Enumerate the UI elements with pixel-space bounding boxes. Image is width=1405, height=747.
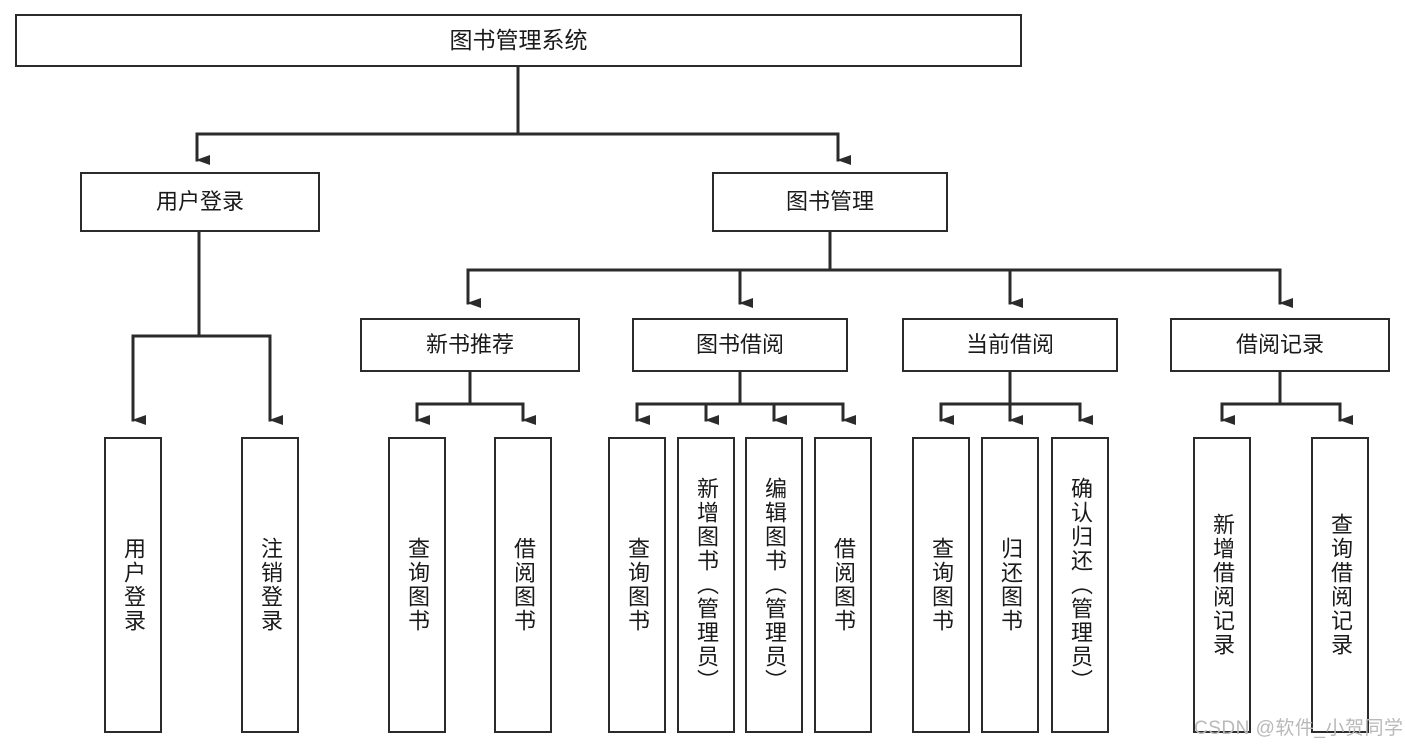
leaf-edit-book-admin[interactable]: 编辑图书（管理员） xyxy=(745,437,803,733)
leaf-query-borrow-record[interactable]: 查询借阅记录 xyxy=(1311,437,1369,733)
node-borrow-record[interactable]: 借阅记录 xyxy=(1170,318,1390,372)
leaf-user-login[interactable]: 用户登录 xyxy=(104,437,162,733)
leaf-borrow-book[interactable]: 借阅图书 xyxy=(814,437,872,733)
node-label: 查询图书 xyxy=(405,537,430,633)
node-label: 新增借阅记录 xyxy=(1210,513,1235,657)
node-root-book-management-system[interactable]: 图书管理系统 xyxy=(15,14,1022,67)
leaf-borrow-book-recommend[interactable]: 借阅图书 xyxy=(494,437,552,733)
leaf-confirm-return-admin[interactable]: 确认归还（管理员） xyxy=(1051,437,1109,733)
node-label: 用户登录 xyxy=(155,189,244,215)
leaf-query-book-current[interactable]: 查询图书 xyxy=(912,437,970,733)
node-label: 查询图书 xyxy=(625,537,650,633)
node-user-login[interactable]: 用户登录 xyxy=(80,172,320,232)
leaf-query-book-borrow[interactable]: 查询图书 xyxy=(608,437,666,733)
node-label: 借阅图书 xyxy=(831,537,856,633)
leaf-add-borrow-record[interactable]: 新增借阅记录 xyxy=(1193,437,1251,733)
watermark-text: CSDN @软件_小贺同学 xyxy=(1194,718,1404,739)
node-label: 查询借阅记录 xyxy=(1328,513,1353,657)
node-current-borrow[interactable]: 当前借阅 xyxy=(902,318,1118,372)
node-label: 查询图书 xyxy=(929,537,954,633)
node-label: 借阅记录 xyxy=(1235,332,1324,358)
node-label: 编辑图书（管理员） xyxy=(762,477,787,693)
node-new-book-recommend[interactable]: 新书推荐 xyxy=(360,318,580,372)
node-label: 归还图书 xyxy=(998,537,1023,633)
leaf-query-book-recommend[interactable]: 查询图书 xyxy=(388,437,446,733)
node-label: 注销登录 xyxy=(258,537,283,633)
node-label: 确认归还（管理员） xyxy=(1068,477,1093,693)
node-book-borrow[interactable]: 图书借阅 xyxy=(632,318,848,372)
node-label: 新增图书（管理员） xyxy=(694,477,719,693)
leaf-logout-login[interactable]: 注销登录 xyxy=(241,437,299,733)
node-label: 用户登录 xyxy=(121,537,146,633)
leaf-return-book[interactable]: 归还图书 xyxy=(981,437,1039,733)
node-label: 图书管理系统 xyxy=(449,26,588,53)
node-book-management[interactable]: 图书管理 xyxy=(712,172,948,232)
node-label: 借阅图书 xyxy=(511,537,536,633)
leaf-add-book-admin[interactable]: 新增图书（管理员） xyxy=(677,437,735,733)
node-label: 图书管理 xyxy=(785,189,874,215)
node-label: 当前借阅 xyxy=(965,332,1054,358)
node-label: 新书推荐 xyxy=(425,332,514,358)
node-label: 图书借阅 xyxy=(695,332,784,358)
